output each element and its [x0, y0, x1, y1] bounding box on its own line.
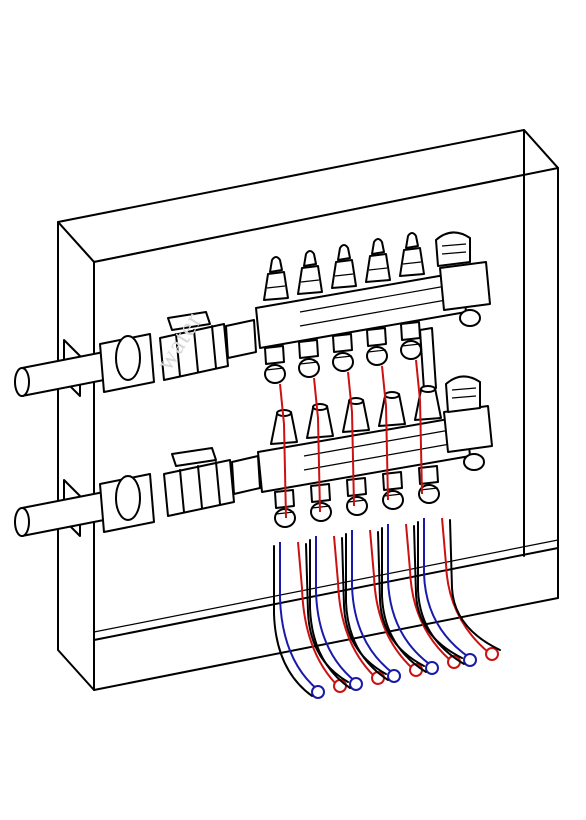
- supply-riser: [347, 371, 355, 507]
- lower-air-vent: [445, 375, 481, 413]
- tube-outline: [273, 545, 313, 697]
- lower-flow-meter-top: [348, 397, 364, 405]
- return-pipe-end: [349, 677, 363, 691]
- supply-circuit-pipe: [297, 541, 337, 685]
- supply-circuit-pipe: [369, 529, 413, 669]
- return-pipe-end: [425, 661, 439, 675]
- lower-connector-nut: [346, 477, 367, 497]
- upper-outlet-connectors: [264, 321, 422, 384]
- supply-pipe-end: [485, 647, 499, 661]
- upper-end-fitting: [439, 261, 491, 311]
- tube-outline: [305, 543, 349, 683]
- upper-connector-nut: [298, 339, 319, 359]
- supply-pipe-end: [333, 679, 347, 693]
- upper-inlet-assembly: [14, 311, 257, 397]
- return-pipe-end: [311, 685, 325, 699]
- upper-drain-valve: [459, 309, 481, 327]
- tube-outline: [341, 537, 387, 675]
- lower-flow-meter-top: [420, 385, 436, 393]
- upper-valve-body: [399, 247, 425, 277]
- tube-outline: [449, 519, 501, 651]
- lower-connector-nut: [274, 489, 295, 509]
- return-circuit-pipe: [351, 530, 395, 675]
- return-pipe-end: [387, 669, 401, 683]
- upper-valve-body: [365, 253, 391, 283]
- upper-connector-nut: [332, 333, 353, 353]
- upper-valve-cap: [405, 232, 419, 249]
- tube-outline: [345, 533, 389, 681]
- upper-air-vent: [435, 231, 471, 267]
- lower-flow-meter-top: [312, 403, 328, 411]
- cabinet-bottom-rail: [93, 547, 559, 641]
- supply-riser: [381, 365, 389, 501]
- supply-riser: [415, 359, 423, 495]
- lower-drain-valve: [463, 453, 485, 471]
- return-pipe-end: [463, 653, 477, 667]
- upper-connector-nut: [366, 327, 387, 347]
- lower-inlet-pipe-end: [14, 507, 30, 537]
- lower-end-fitting: [443, 405, 493, 453]
- upper-connector-nut: [400, 321, 421, 341]
- tube-outline: [417, 521, 465, 665]
- upper-union-nut: [115, 335, 141, 381]
- return-circuit-pipe: [315, 536, 357, 683]
- lower-connector-nut: [382, 471, 403, 491]
- upper-valve-cap: [303, 250, 317, 267]
- tube-outline: [381, 527, 427, 673]
- supply-riser: [279, 383, 287, 519]
- upper-valve-cap: [269, 256, 283, 273]
- return-circuit-pipe: [279, 542, 319, 691]
- cabinet-left-side: [57, 221, 95, 691]
- supply-circuit-pipe: [333, 535, 375, 677]
- upper-valve-body: [297, 265, 323, 295]
- upper-valve-cap: [337, 244, 351, 261]
- lower-union-nut: [115, 475, 141, 521]
- upper-manifold-valves: [263, 232, 425, 301]
- tube-outline: [413, 525, 463, 659]
- lower-connector-nut: [418, 465, 439, 485]
- lower-valve-handle: [171, 447, 217, 467]
- tube-outline: [309, 539, 351, 689]
- supply-riser: [313, 377, 321, 513]
- lower-flow-meter-top: [384, 391, 400, 399]
- heating-circuits: [273, 359, 501, 699]
- upper-manifold: [255, 231, 491, 391]
- return-circuit-pipe: [423, 518, 471, 659]
- lower-valve-adapter: [231, 455, 261, 495]
- upper-connector-nut: [264, 345, 285, 365]
- upper-inlet-pipe-end: [14, 367, 30, 397]
- supply-circuit-pipe: [405, 523, 451, 661]
- tube-outline: [377, 531, 425, 667]
- return-circuit-pipe: [387, 524, 433, 667]
- cabinet-bottom-rail-edge: [93, 539, 559, 633]
- upper-valve-body: [331, 259, 357, 289]
- upper-valve-body: [263, 271, 289, 301]
- upper-valve-handle: [167, 311, 211, 331]
- upper-bracket: [419, 327, 437, 391]
- lower-inlet-assembly: [14, 447, 261, 537]
- lower-outlet-connectors: [274, 465, 440, 528]
- upper-valve-cap: [371, 238, 385, 255]
- upper-valve-adapter: [225, 319, 257, 359]
